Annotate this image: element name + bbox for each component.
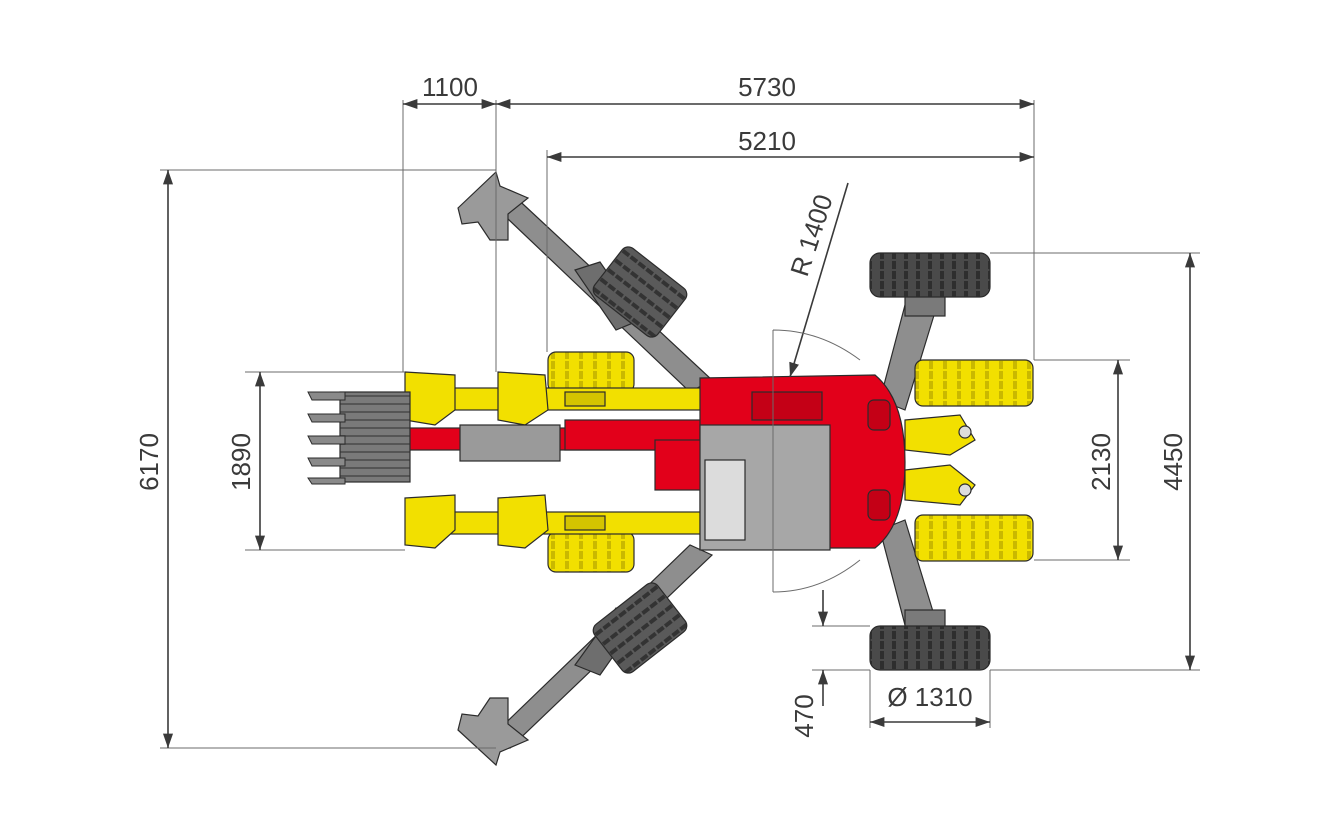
front-lower-track [547,531,635,573]
rear-axle-arms [904,414,976,506]
dim-label-1100: 1100 [422,72,478,102]
dimension-lines [160,98,1200,749]
lower-right-leg [869,519,991,671]
dim-label-4450: 4450 [1158,433,1188,491]
dim-label-1890: 1890 [226,433,256,491]
dim-label-5730: 5730 [738,72,796,102]
swing-radius-arc [772,329,861,593]
dim-label-radius: R 1400 [784,191,838,280]
front-lower-outrigger [404,494,711,549]
red-upper-body [654,374,906,551]
dim-label-6170: 6170 [134,433,164,491]
rear-lower-track [914,514,1034,562]
front-upper-track [547,351,635,393]
dim-label-470: 470 [789,694,819,737]
dim-label-wheel-diameter: Ø 1310 [887,682,972,712]
dim-label-2130: 2130 [1086,433,1116,491]
rear-upper-track [914,359,1034,407]
excavator-machine [307,170,1034,767]
upper-left-leg [457,170,714,393]
radius-leader [789,182,849,378]
bucket-teeth [307,391,346,485]
lower-left-leg [457,544,714,767]
dimension-labels: 1100 5730 5210 6170 1890 2130 4450 470 R… [134,72,1188,738]
front-upper-outrigger [404,371,711,426]
dim-label-5210: 5210 [738,126,796,156]
upper-right-leg [869,252,991,411]
